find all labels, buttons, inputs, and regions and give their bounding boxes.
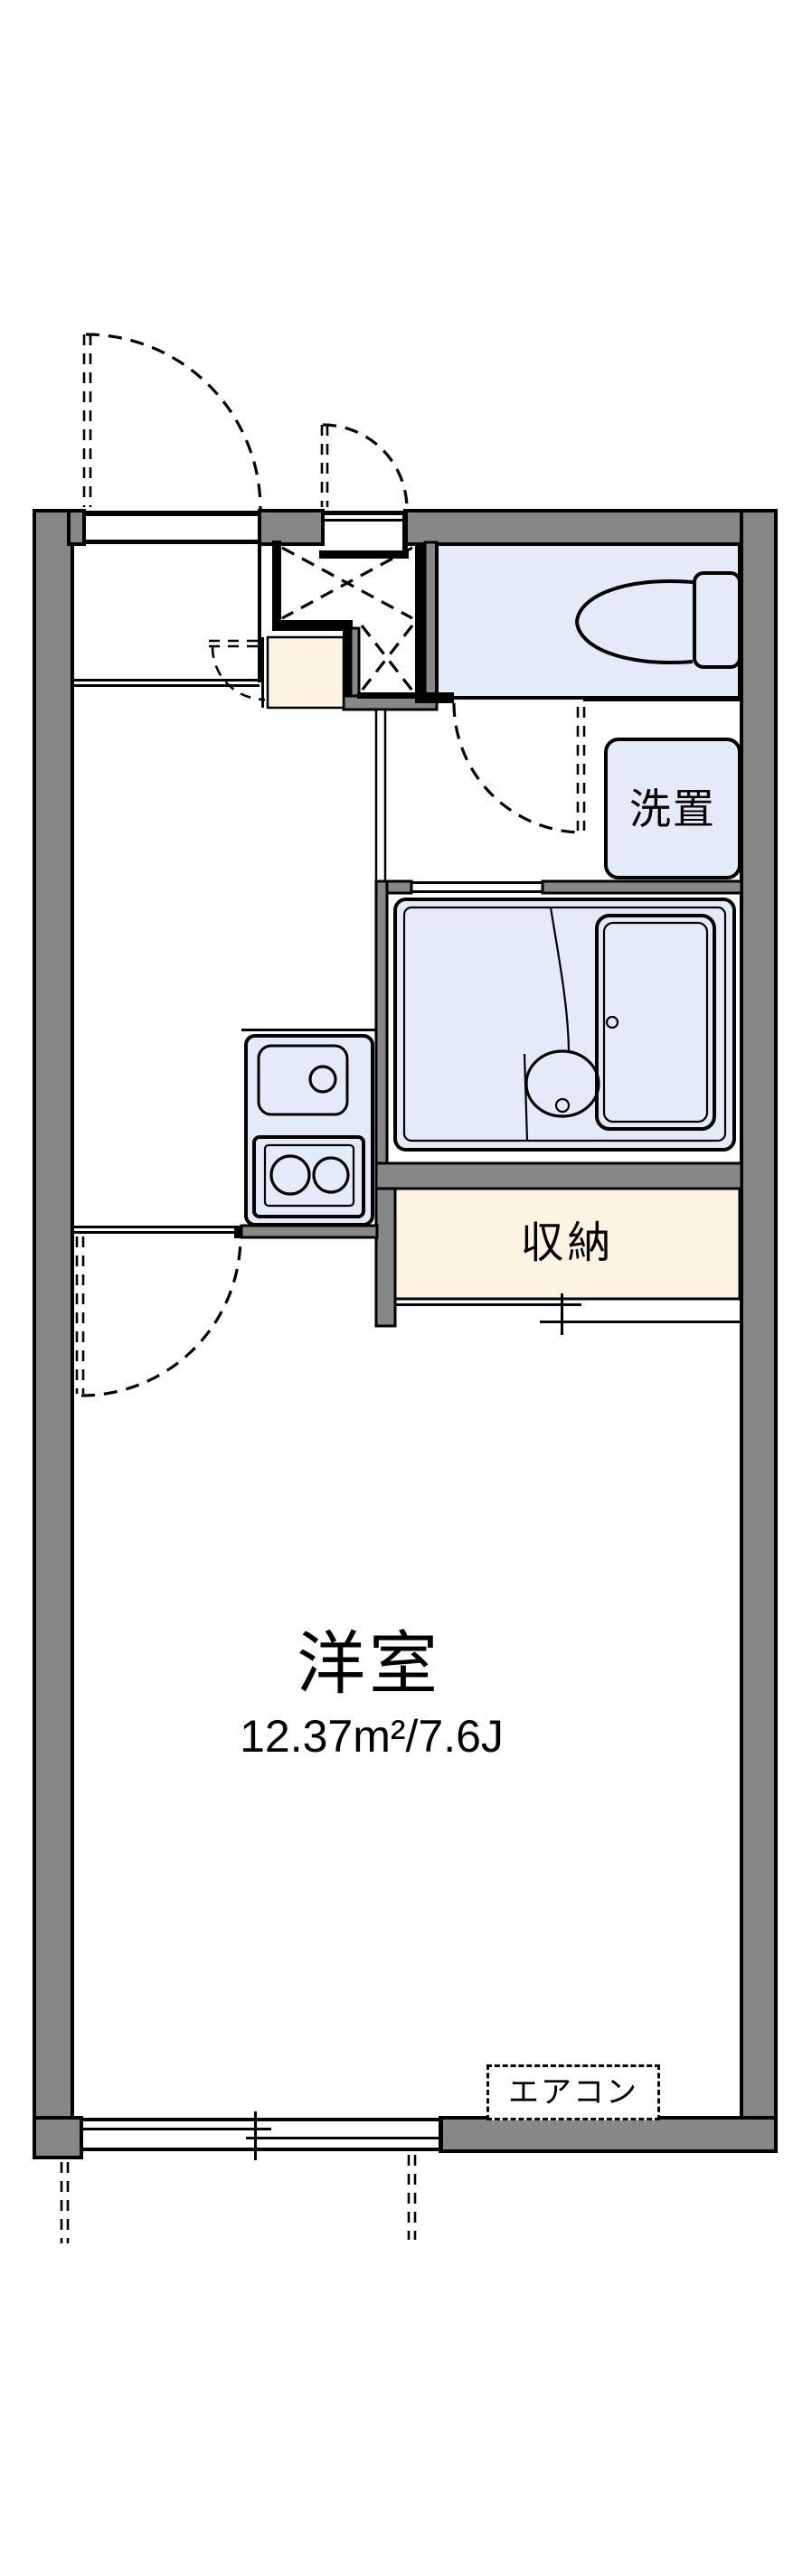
hall-partition — [374, 708, 387, 885]
washer-label: 洗置 — [629, 785, 716, 832]
bathroom — [374, 879, 743, 1328]
balcony-boundary-marks — [60, 2155, 417, 2243]
toilet-bowl — [574, 579, 694, 664]
aircon-label: エアコン — [486, 2064, 660, 2120]
room-name-label: 洋室 — [297, 1626, 441, 1703]
top-openings — [84, 511, 409, 559]
bath-basin — [524, 1049, 600, 1118]
burner-left — [269, 1154, 311, 1196]
kitchen-sink — [257, 1044, 349, 1116]
sliding-door-tick — [561, 1293, 563, 1335]
toilet-room — [415, 542, 741, 834]
room-area-label: 12.37m²/7.6J — [240, 1711, 504, 1762]
room-door — [73, 1226, 242, 1397]
south-window — [81, 2111, 443, 2160]
sink-faucet — [308, 1065, 337, 1094]
exterior-walls — [33, 509, 778, 2159]
shoe-cabinet — [209, 635, 345, 710]
storage-closet — [393, 1187, 741, 1335]
north-room-boundary — [73, 679, 260, 687]
burner-right — [312, 1156, 350, 1194]
kitchen-unit — [240, 1029, 379, 1239]
entry-door-swings — [82, 333, 409, 510]
room-door-swing — [80, 1236, 242, 1397]
storage-label: 収納 — [520, 1219, 615, 1267]
toilet-door-swing — [452, 702, 584, 834]
toilet-tank — [693, 571, 741, 669]
bath-unit — [393, 898, 736, 1152]
bathtub — [595, 914, 716, 1131]
washer-space — [604, 738, 741, 879]
